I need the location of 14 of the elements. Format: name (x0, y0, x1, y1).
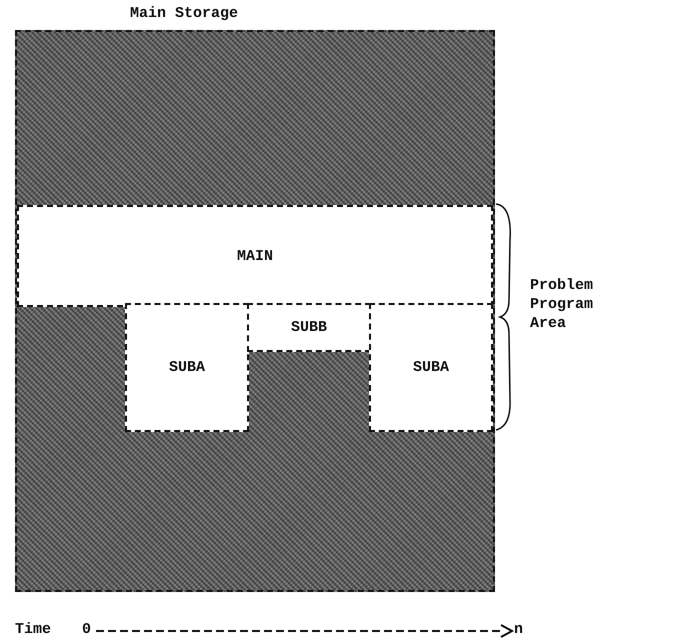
axis-tick-label: 0 (82, 621, 92, 638)
area-label: Problem Program Area (530, 276, 594, 333)
region-label: SUBB (290, 319, 327, 336)
axis-label: Time (15, 621, 52, 638)
program-region (125, 303, 249, 432)
storage-block (15, 30, 495, 592)
axis-tick-label: n (514, 621, 524, 638)
region-label: SUBA (412, 359, 449, 376)
program-region (369, 303, 493, 432)
program-region (17, 205, 493, 307)
program-region (247, 303, 371, 352)
region-label: MAIN (236, 248, 273, 264)
region-label: SUBA (168, 359, 205, 376)
storage-heading: Main Storage (130, 5, 238, 22)
